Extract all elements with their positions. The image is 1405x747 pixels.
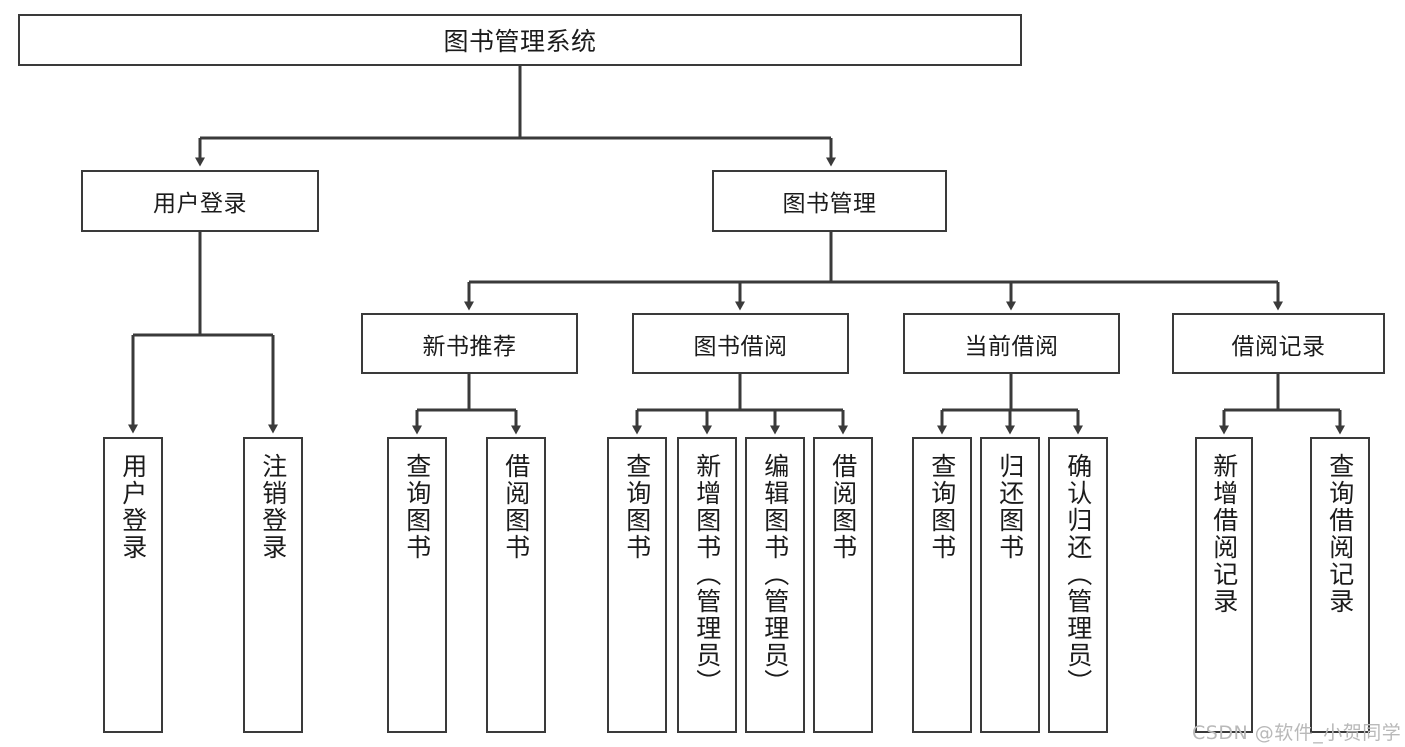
leaf-current-confirm-return-label: 确认归还（管理员） — [1063, 453, 1093, 696]
node-book-manage[interactable]: 图书管理 — [712, 170, 947, 232]
leaf-recommend-borrow-book-label: 借阅图书 — [501, 453, 531, 561]
leaf-borrow-borrow-book-label: 借阅图书 — [828, 453, 858, 561]
node-borrow-record[interactable]: 借阅记录 — [1172, 313, 1385, 374]
leaf-borrow-add-book-label: 新增图书（管理员） — [692, 453, 722, 696]
node-new-book-recommend[interactable]: 新书推荐 — [361, 313, 578, 374]
leaf-borrow-add-book[interactable]: 新增图书（管理员） — [677, 437, 737, 733]
leaf-recommend-borrow-book[interactable]: 借阅图书 — [486, 437, 546, 733]
node-borrow-record-label: 借阅记录 — [1231, 333, 1326, 360]
leaf-user-login[interactable]: 用户登录 — [103, 437, 163, 733]
leaf-recommend-query-book[interactable]: 查询图书 — [387, 437, 447, 733]
leaf-record-add-label: 新增借阅记录 — [1209, 453, 1239, 615]
leaf-borrow-borrow-book[interactable]: 借阅图书 — [813, 437, 873, 733]
leaf-current-return-book-label: 归还图书 — [995, 453, 1025, 561]
leaf-recommend-query-book-label: 查询图书 — [402, 453, 432, 561]
leaf-current-confirm-return[interactable]: 确认归还（管理员） — [1048, 437, 1108, 733]
node-root[interactable]: 图书管理系统 — [18, 14, 1022, 66]
leaf-current-query-book[interactable]: 查询图书 — [912, 437, 972, 733]
node-current-borrow[interactable]: 当前借阅 — [903, 313, 1120, 374]
leaf-user-login-label: 用户登录 — [118, 453, 148, 561]
leaf-user-logout[interactable]: 注销登录 — [243, 437, 303, 733]
node-user-login-label: 用户登录 — [153, 191, 247, 217]
node-user-login[interactable]: 用户登录 — [81, 170, 319, 232]
leaf-record-query-label: 查询借阅记录 — [1325, 453, 1355, 615]
node-current-borrow-label: 当前借阅 — [964, 333, 1059, 360]
leaf-record-query[interactable]: 查询借阅记录 — [1310, 437, 1370, 733]
leaf-current-return-book[interactable]: 归还图书 — [980, 437, 1040, 733]
node-book-borrow-label: 图书借阅 — [693, 333, 788, 360]
node-new-book-recommend-label: 新书推荐 — [422, 333, 517, 360]
leaf-current-query-book-label: 查询图书 — [927, 453, 957, 561]
leaf-user-logout-label: 注销登录 — [258, 453, 288, 561]
leaf-borrow-query-book-label: 查询图书 — [622, 453, 652, 561]
leaf-borrow-edit-book-label: 编辑图书（管理员） — [760, 453, 790, 696]
leaf-record-add[interactable]: 新增借阅记录 — [1195, 437, 1253, 733]
node-book-borrow[interactable]: 图书借阅 — [632, 313, 849, 374]
node-book-manage-label: 图书管理 — [782, 191, 877, 217]
leaf-borrow-query-book[interactable]: 查询图书 — [607, 437, 667, 733]
watermark: CSDN @软件_小贺同学 — [1192, 722, 1402, 744]
node-root-label: 图书管理系统 — [443, 27, 597, 56]
leaf-borrow-edit-book[interactable]: 编辑图书（管理员） — [745, 437, 805, 733]
